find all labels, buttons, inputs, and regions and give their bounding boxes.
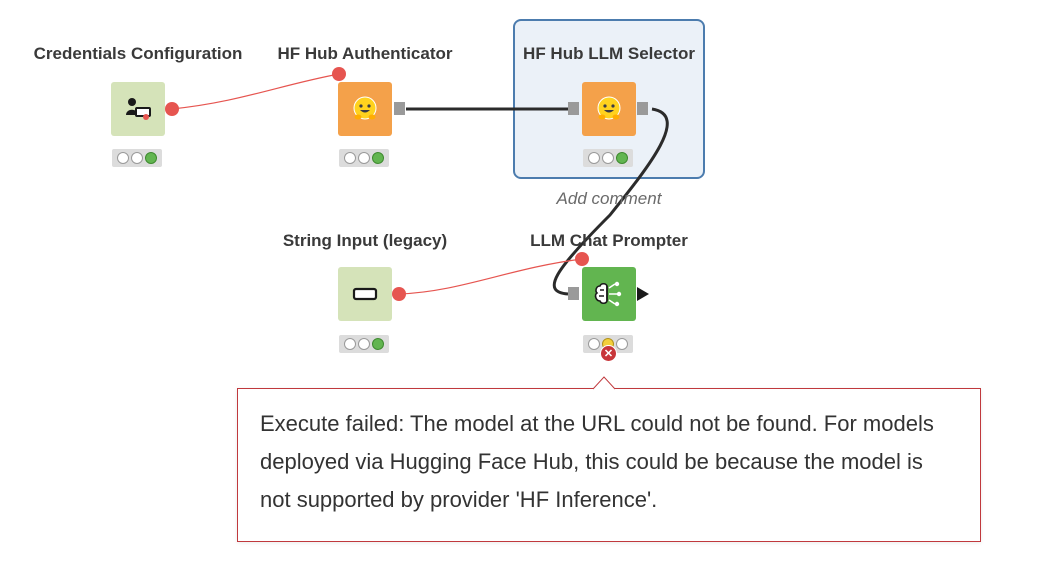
status-light-red bbox=[117, 152, 129, 164]
text-input-icon bbox=[352, 287, 378, 301]
node-status-string-input bbox=[339, 335, 389, 353]
output-port-prompter[interactable] bbox=[637, 287, 649, 301]
status-light-green bbox=[372, 152, 384, 164]
node-status-hf-auth bbox=[339, 149, 389, 167]
status-light-red bbox=[344, 152, 356, 164]
status-light-green bbox=[616, 338, 628, 350]
node-title-chat-prompter[interactable]: LLM Chat Prompter bbox=[530, 231, 688, 250]
credentials-icon bbox=[126, 98, 151, 120]
status-light-green bbox=[145, 152, 157, 164]
flow-variable-connection-credentials-auth[interactable] bbox=[171, 73, 340, 110]
flow-variable-in-port-prompter[interactable] bbox=[575, 252, 589, 266]
hugging-face-icon bbox=[353, 96, 377, 120]
node-title-llm-selector[interactable]: HF Hub LLM Selector bbox=[523, 44, 695, 63]
error-message: Execute failed: The model at the URL cou… bbox=[260, 411, 934, 512]
status-light-yellow bbox=[602, 152, 614, 164]
status-light-red bbox=[344, 338, 356, 350]
node-title-credentials[interactable]: Credentials Configuration bbox=[33, 44, 243, 63]
add-comment-label[interactable]: Add comment bbox=[556, 189, 662, 208]
status-light-yellow bbox=[358, 338, 370, 350]
status-light-green bbox=[616, 152, 628, 164]
input-port-prompter[interactable] bbox=[568, 287, 579, 300]
ai-brain-icon bbox=[594, 281, 622, 307]
status-light-red bbox=[588, 338, 600, 350]
node-title-string-input[interactable]: String Input (legacy) bbox=[282, 231, 448, 250]
node-status-llm-selector bbox=[583, 149, 633, 167]
error-icon[interactable]: ✕ bbox=[600, 345, 617, 362]
tooltip-caret bbox=[593, 376, 615, 390]
status-light-green bbox=[372, 338, 384, 350]
status-light-yellow bbox=[358, 152, 370, 164]
node-credentials-configuration[interactable] bbox=[111, 82, 165, 136]
flow-variable-connection-string-prompter[interactable] bbox=[398, 258, 583, 295]
node-llm-chat-prompter[interactable] bbox=[582, 267, 636, 321]
hugging-face-icon bbox=[597, 96, 621, 120]
node-hf-hub-authenticator[interactable] bbox=[338, 82, 392, 136]
status-light-red bbox=[588, 152, 600, 164]
status-light-yellow bbox=[131, 152, 143, 164]
flow-variable-out-port-string-input[interactable] bbox=[392, 287, 406, 301]
output-port-selector[interactable] bbox=[637, 102, 648, 115]
input-port-selector[interactable] bbox=[568, 102, 579, 115]
node-string-input[interactable] bbox=[338, 267, 392, 321]
error-tooltip: Execute failed: The model at the URL cou… bbox=[237, 388, 981, 542]
node-title-hf-auth[interactable]: HF Hub Authenticator bbox=[277, 44, 453, 63]
node-hf-hub-llm-selector[interactable] bbox=[582, 82, 636, 136]
flow-variable-out-port-credentials[interactable] bbox=[165, 102, 179, 116]
output-port-auth[interactable] bbox=[394, 102, 405, 115]
node-status-credentials bbox=[112, 149, 162, 167]
connection-selector-prompter[interactable] bbox=[552, 107, 669, 296]
flow-variable-in-port-auth[interactable] bbox=[332, 67, 346, 81]
